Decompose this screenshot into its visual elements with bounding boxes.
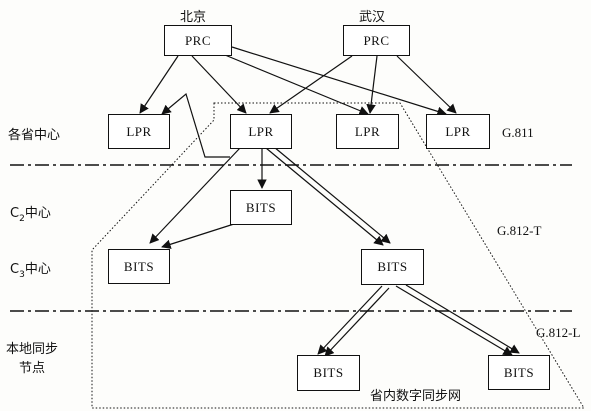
link-bits-c2-bits-c3-left xyxy=(161,223,235,249)
link-prc-bj-lpr3 xyxy=(224,54,369,116)
bits-node-c3-left: BITS xyxy=(108,249,170,284)
link-lpr2-bits-c3-left xyxy=(149,147,241,244)
link-bits-c3-right-local-left-b xyxy=(324,287,390,357)
link-prc-wh-lpr3 xyxy=(366,55,378,114)
link-prc-bj-lpr2 xyxy=(191,55,247,114)
prc-node-beijing: PRC xyxy=(164,25,232,56)
local-label-line1: 本地同步 xyxy=(6,342,59,357)
bits-node-c2: BITS xyxy=(230,190,292,225)
bits-node-c3-right: BITS xyxy=(361,249,424,285)
lpr-node-1: LPR xyxy=(108,114,170,149)
level-label-c2: C2中心 xyxy=(10,202,51,224)
link-prc-wh-lpr4 xyxy=(396,55,457,114)
standard-label-g812t: G.812-T xyxy=(497,223,542,238)
city-label-wuhan: 武汉 xyxy=(359,10,386,25)
lpr-node-3: LPR xyxy=(336,114,399,149)
c3-suffix: 中心 xyxy=(24,262,51,277)
c3-subscript: 3 xyxy=(19,270,25,280)
bits-node-local-right: BITS xyxy=(488,355,550,390)
province-region-outline xyxy=(91,102,585,409)
standard-label-g812l: G.812-L xyxy=(536,325,581,340)
link-lpr2-lpr1 xyxy=(161,92,230,158)
local-label-line2: 节点 xyxy=(19,361,46,376)
c2-prefix: C xyxy=(10,206,20,221)
link-bits-c3-right-local-right-a xyxy=(395,285,513,356)
c2-suffix: 中心 xyxy=(24,206,51,221)
lpr-node-2: LPR xyxy=(230,114,292,149)
city-label-beijing: 北京 xyxy=(180,10,207,25)
link-bits-c3-right-local-left-a xyxy=(317,285,383,355)
c3-prefix: C xyxy=(10,262,20,277)
region-label: 省内数字同步网 xyxy=(370,389,462,404)
link-prc-bj-lpr1 xyxy=(139,55,179,114)
link-prc-bj-lpr4 xyxy=(231,46,447,116)
link-lpr2-bits-c3-right-b xyxy=(273,146,391,244)
link-prc-wh-lpr2 xyxy=(269,55,353,114)
level-label-provincial: 各省中心 xyxy=(8,128,61,143)
link-lpr2-bits-c3-right-a xyxy=(265,147,384,246)
c2-subscript: 2 xyxy=(19,214,25,224)
level-label-local: 本地同步 节点 xyxy=(6,340,58,378)
link-bits-c3-right-local-right-b xyxy=(405,284,520,354)
bits-node-local-left: BITS xyxy=(297,355,360,391)
prc-node-wuhan: PRC xyxy=(343,25,410,56)
level-label-c3: C3中心 xyxy=(10,258,51,280)
standard-label-g811: G.811 xyxy=(502,125,534,140)
lpr-node-4: LPR xyxy=(426,114,490,149)
